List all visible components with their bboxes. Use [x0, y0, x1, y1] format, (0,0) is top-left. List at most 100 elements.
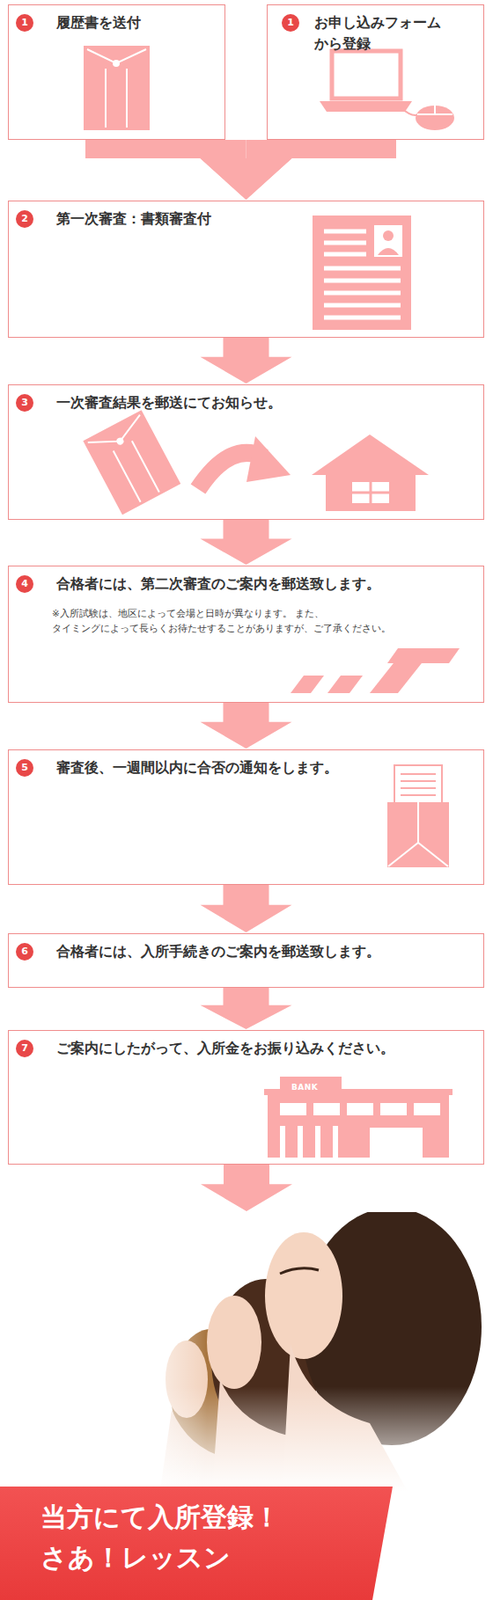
mail-envelope-icon	[82, 410, 181, 516]
curved-arrow-icon-part	[246, 436, 291, 483]
envelope-icon-part	[104, 68, 107, 128]
mail-envelope-icon-part	[88, 415, 148, 457]
document-icon-part-part	[323, 241, 367, 246]
flow-arrow	[200, 885, 293, 934]
callout-number: 1	[15, 14, 34, 32]
document-icon-part-part	[323, 266, 401, 272]
bank-icon-part-part	[297, 1126, 303, 1159]
house-icon-part	[352, 482, 390, 504]
step-box: 審査後、一週間以内に合否の通知をします。 5	[7, 750, 485, 886]
bank-icon-part-part	[332, 1126, 339, 1159]
flow-arrow	[200, 520, 293, 566]
envelope-icon-part	[125, 68, 128, 128]
step-box: 合格者には、入所手続きのご案内を郵送致します。 6	[7, 934, 485, 989]
step-box: 履歴書を送付 1	[7, 4, 226, 140]
flow-arrow	[200, 703, 293, 750]
flow-arrow	[200, 139, 398, 200]
photo-fade	[0, 1213, 493, 1600]
step-note: ※入所試験は、地区によって会場と日時が異なります。 また、タイミングによって長ら…	[51, 606, 466, 637]
bank-icon	[264, 1077, 453, 1159]
photo-fade	[0, 1213, 493, 1495]
document-icon-part	[312, 215, 412, 331]
bank-icon-part	[279, 1077, 342, 1097]
house-icon-part	[352, 492, 390, 495]
envelope-icon	[83, 45, 150, 131]
letter-envelope-icon-part	[417, 802, 420, 844]
letter-envelope-icon-part	[388, 843, 449, 868]
step-title: 合格者には、入所手続きのご案内を郵送致します。	[56, 942, 381, 963]
callout-number: 2	[15, 210, 34, 229]
step-title: 一次審査結果を郵送にてお知らせ。	[56, 393, 282, 413]
callout-number: 5	[15, 759, 34, 778]
paper-strips-icon-part	[290, 676, 324, 694]
document-icon-part-part	[323, 252, 367, 258]
document-icon-part	[377, 248, 399, 256]
paper-strips-icon-part	[327, 676, 363, 694]
step-title: 履歴書を送付	[56, 13, 141, 33]
mail-envelope-icon-part	[113, 451, 141, 503]
step-box: ご案内にしたがって、入所金をお振り込みください。 7BANK	[7, 1030, 485, 1166]
step-title: 合格者には、第二次審査のご案内を郵送致します。	[56, 574, 381, 595]
finish-banner: 当方にて入所登録！ さあ！レッスン	[0, 1213, 493, 1600]
bank-icon-part-part	[279, 1126, 286, 1159]
mail-envelope-icon-part	[115, 436, 126, 447]
envelope-icon-part	[83, 45, 150, 131]
letter-envelope-icon-part	[387, 802, 449, 869]
bank-icon-part-part	[369, 1128, 423, 1159]
laptop-icon-part	[400, 107, 420, 116]
bank-icon-part-part	[313, 1103, 340, 1117]
flow-arrow	[200, 988, 293, 1031]
bank-icon-part-part	[279, 1103, 307, 1117]
paper-strips-icon-part	[387, 648, 460, 664]
letter-envelope-icon-part	[400, 787, 436, 790]
flow-arrow	[200, 338, 293, 384]
laptop-icon-part	[319, 101, 413, 112]
mail-envelope-icon-part	[82, 410, 181, 516]
bank-icon-part-part	[315, 1126, 321, 1159]
red-banner	[0, 1487, 393, 1600]
callout-number: 1	[281, 14, 300, 32]
step-box: お申し込みフォーム から登録 1	[266, 4, 485, 140]
banner-text: 当方にて入所登録！ さあ！レッスン	[40, 1498, 323, 1580]
bank-sign: BANK	[291, 1083, 318, 1094]
laptop-icon	[319, 51, 455, 131]
bank-icon-part-part	[413, 1103, 441, 1117]
house-icon-part	[325, 471, 416, 512]
document-icon-part-part	[323, 279, 401, 284]
document-icon-part	[382, 230, 394, 242]
step-box: 第一次審査：書類審査付 2	[7, 200, 485, 339]
step-box: 一次審査結果を郵送にてお知らせ。 3	[7, 384, 485, 521]
flow-arrow	[200, 1165, 293, 1213]
document-icon-part	[374, 225, 403, 258]
laptop-icon-part	[415, 105, 455, 131]
photo-band	[0, 1213, 493, 1600]
bank-icon-part	[279, 1103, 441, 1159]
document-icon-part-part	[323, 229, 367, 235]
paper-strips-icon	[290, 648, 460, 694]
laptop-icon-part	[434, 105, 436, 115]
house-icon	[311, 434, 429, 512]
document-icon-part-part	[323, 291, 401, 296]
letter-envelope-icon-part	[400, 780, 436, 783]
house-icon-part	[311, 434, 429, 476]
callout-number: 4	[15, 575, 34, 594]
document-icon-part	[323, 231, 401, 318]
mail-envelope-icon-part	[132, 441, 160, 493]
callout-number: 7	[15, 1040, 34, 1059]
letter-envelope-icon-part	[400, 773, 436, 776]
document-icon-part-part	[323, 303, 401, 309]
bank-icon-part-part	[346, 1103, 374, 1117]
callout-number: 3	[15, 394, 34, 413]
step-title: 第一次審査：書類審査付	[56, 209, 212, 229]
laptop-icon-part	[331, 51, 401, 99]
document-icon-part-part	[323, 316, 401, 321]
document-icon	[312, 215, 412, 331]
bank-icon-part	[267, 1095, 449, 1159]
bank-icon-part-part	[380, 1103, 407, 1117]
step-title: お申し込みフォーム から登録	[314, 12, 469, 55]
callout-number: 6	[15, 943, 34, 962]
curved-arrow-icon	[198, 436, 291, 490]
step-title: ご案内にしたがって、入所金をお振り込みください。	[56, 1039, 395, 1060]
step-title: 審査後、一週間以内に合否の通知をします。	[56, 758, 339, 779]
